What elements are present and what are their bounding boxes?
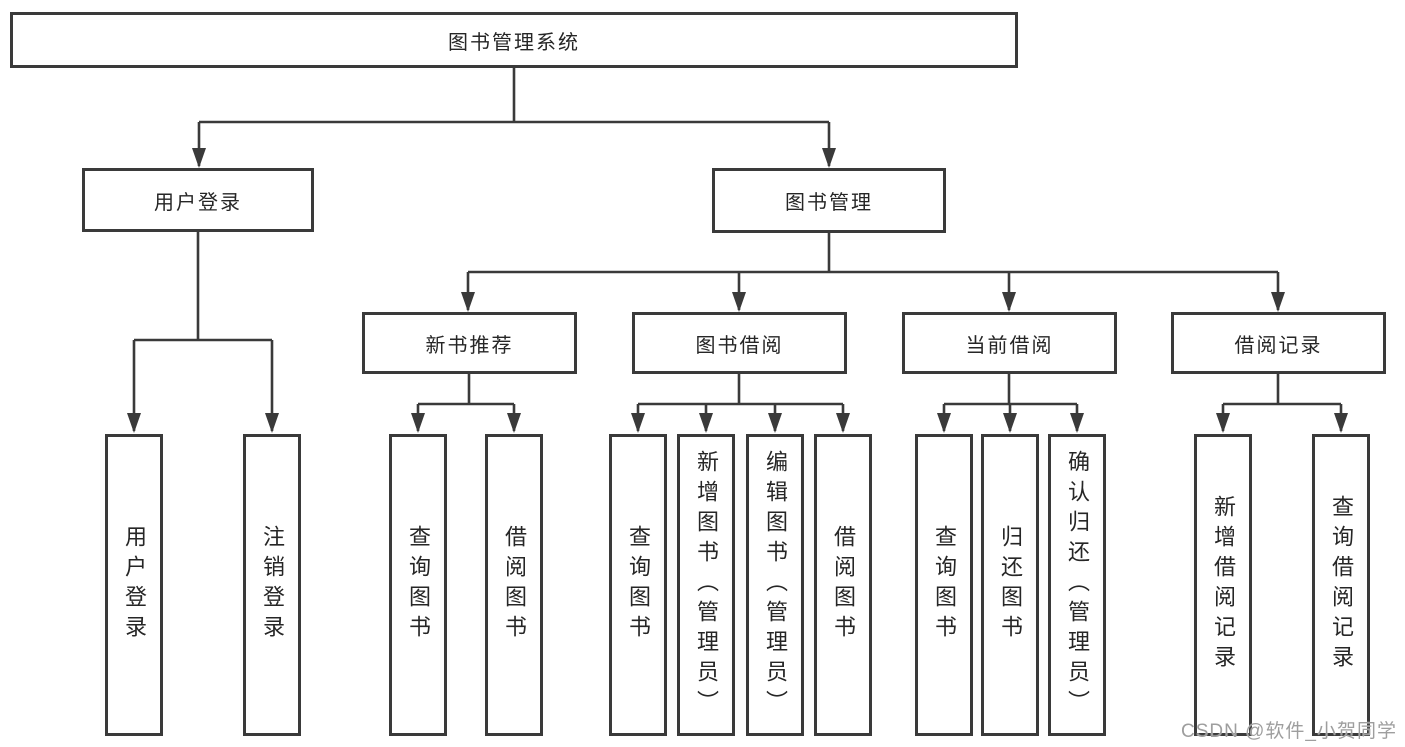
leaf-logout: 注销登录 bbox=[243, 434, 301, 736]
leaf-user-login: 用户登录 bbox=[105, 434, 163, 736]
node-label: 查询图书 bbox=[626, 525, 651, 645]
node-label: 归还图书 bbox=[998, 525, 1023, 645]
node-label: 用户登录 bbox=[122, 525, 147, 645]
node-book-borrow: 图书借阅 bbox=[632, 312, 847, 374]
node-label: 注销登录 bbox=[260, 525, 285, 645]
node-label: 用户登录 bbox=[154, 191, 242, 214]
node-label: 查询图书 bbox=[406, 525, 431, 645]
csdn-watermark: CSDN @软件_小贺同学 bbox=[1181, 721, 1397, 742]
node-label: 图书管理系统 bbox=[448, 31, 580, 54]
node-label: 新书推荐 bbox=[425, 334, 514, 357]
node-root-library-system: 图书管理系统 bbox=[10, 12, 1018, 68]
node-label: 新增借阅记录 bbox=[1211, 495, 1236, 675]
leaf-add-book-admin: 新增图书（管理员） bbox=[677, 434, 735, 736]
connector-arrows bbox=[127, 122, 1348, 433]
node-current-borrow: 当前借阅 bbox=[902, 312, 1117, 374]
leaf-query-books-recommend: 查询图书 bbox=[389, 434, 447, 736]
leaf-confirm-return-admin: 确认归还（管理员） bbox=[1048, 434, 1106, 736]
node-label: 借阅图书 bbox=[831, 525, 856, 645]
node-label: 借阅记录 bbox=[1234, 334, 1323, 357]
node-label: 确认归还（管理员） bbox=[1065, 450, 1090, 720]
node-label: 图书管理 bbox=[785, 192, 873, 214]
node-new-book-recommend: 新书推荐 bbox=[362, 312, 577, 374]
node-book-management: 图书管理 bbox=[712, 168, 946, 233]
node-label: 新增图书（管理员） bbox=[694, 450, 719, 720]
leaf-borrow-books-recommend: 借阅图书 bbox=[485, 434, 543, 736]
node-borrow-records: 借阅记录 bbox=[1171, 312, 1386, 374]
node-user-login: 用户登录 bbox=[82, 168, 314, 232]
leaf-add-borrow-record: 新增借阅记录 bbox=[1194, 434, 1252, 736]
leaf-borrow-books: 借阅图书 bbox=[814, 434, 872, 736]
connector-trunks bbox=[134, 68, 1341, 406]
leaf-query-borrow-record: 查询借阅记录 bbox=[1312, 434, 1370, 736]
leaf-edit-book-admin: 编辑图书（管理员） bbox=[746, 434, 804, 736]
node-label: 借阅图书 bbox=[502, 525, 527, 645]
leaf-query-books-borrow: 查询图书 bbox=[609, 434, 667, 736]
node-label: 当前借阅 bbox=[965, 334, 1054, 357]
leaf-return-book: 归还图书 bbox=[981, 434, 1039, 736]
node-label: 查询图书 bbox=[932, 525, 957, 645]
node-label: 图书借阅 bbox=[695, 334, 784, 357]
node-label: 编辑图书（管理员） bbox=[763, 450, 788, 720]
node-label: 查询借阅记录 bbox=[1329, 495, 1354, 675]
leaf-query-books-current: 查询图书 bbox=[915, 434, 973, 736]
